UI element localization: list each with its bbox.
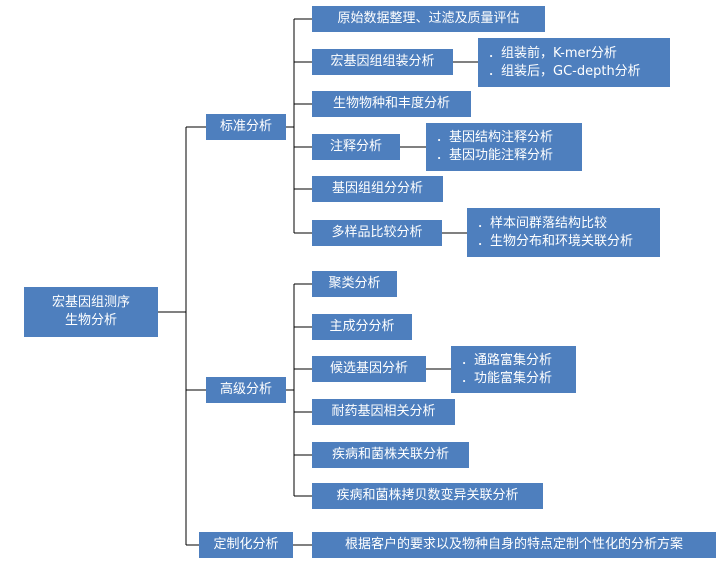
- item-annotation: 注释分析: [312, 134, 400, 160]
- item-custom-plan: 根据客户的要求以及物种自身的特点定制个性化的分析方案: [312, 532, 716, 558]
- detail-assembly: ．组装前，K-mer分析 ．组装后，GC-depth分析: [478, 38, 670, 87]
- item-resistance-genes: 耐药基因相关分析: [312, 399, 455, 425]
- detail-multi-sample-1: ．样本间群落结构比较: [477, 215, 608, 231]
- detail-multi-sample-2: ．生物分布和环境关联分析: [477, 233, 634, 249]
- detail-annotation-2: ．基因功能注释分析: [436, 148, 554, 163]
- detail-candidate-1: ．通路富集分析: [461, 352, 553, 368]
- detail-candidate-genes: ．通路富集分析 ．功能富集分析: [451, 346, 576, 393]
- item-candidate-genes: 候选基因分析: [312, 356, 426, 382]
- item-species-abundance: 生物物种和丰度分析: [312, 91, 471, 117]
- item-raw-data-qc: 原始数据整理、过滤及质量评估: [312, 6, 545, 32]
- item-pca: 主成分分析: [312, 314, 412, 340]
- root-label-line1: 宏基因组测序: [51, 295, 130, 310]
- detail-annotation-1: ．基因结构注释分析: [436, 130, 554, 145]
- item-disease-cnv: 疾病和菌株拷贝数变异关联分析: [312, 483, 543, 509]
- branch-standard: 标准分析: [206, 114, 286, 140]
- item-assembly: 宏基因组组装分析: [312, 49, 453, 75]
- detail-assembly-1: ．组装前，K-mer分析: [488, 45, 617, 61]
- detail-candidate-2: ．功能富集分析: [461, 370, 553, 386]
- detail-annotation: ．基因结构注释分析 ．基因功能注释分析: [426, 123, 582, 171]
- branch-advanced: 高级分析: [206, 377, 286, 403]
- item-disease-strain: 疾病和菌株关联分析: [312, 442, 469, 468]
- item-genome-components: 基因组组分分析: [312, 176, 443, 202]
- root-node: 宏基因组测序 生物分析: [24, 287, 158, 337]
- item-multi-sample: 多样品比较分析: [312, 220, 442, 246]
- branch-custom: 定制化分析: [199, 532, 293, 558]
- root-label-line2: 生物分析: [64, 313, 117, 328]
- detail-assembly-2: ．组装后，GC-depth分析: [488, 63, 641, 79]
- item-clustering: 聚类分析: [312, 271, 397, 297]
- detail-multi-sample: ．样本间群落结构比较 ．生物分布和环境关联分析: [467, 208, 660, 257]
